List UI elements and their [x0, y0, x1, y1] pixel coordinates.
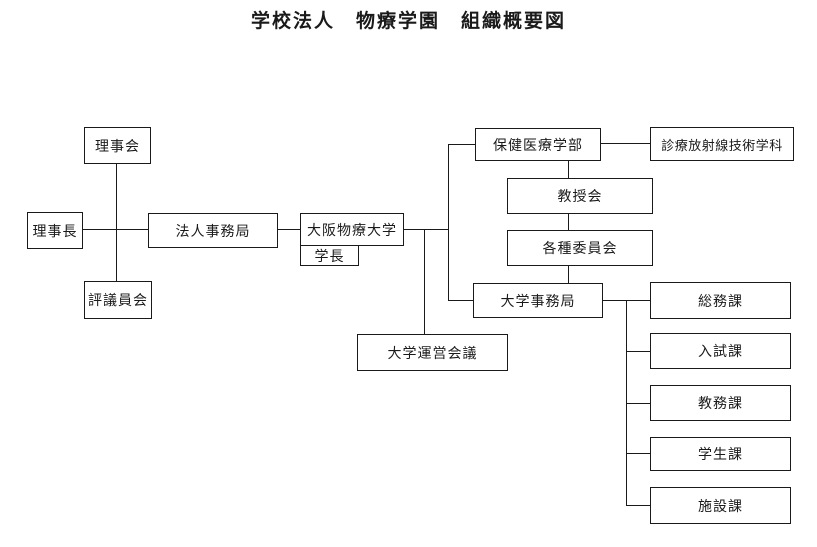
connector-branch-student-affairs: [626, 453, 650, 454]
node-corporate-office: 法人事務局: [148, 213, 278, 248]
node-dept-radiological-technology: 診療放射線技術学科: [650, 127, 794, 161]
connector-sections-vertical: [626, 300, 627, 505]
node-student-affairs-section: 学生課: [650, 437, 791, 471]
node-faculty-health-medical: 保健医療学部: [475, 128, 601, 161]
node-chairman: 理事長: [27, 212, 83, 249]
node-general-affairs-section: 総務課: [650, 282, 791, 319]
connector-branch-admissions: [626, 351, 650, 352]
connector-committees-university-office: [568, 266, 569, 283]
page-title: 学校法人 物療学園 組織概要図: [250, 11, 566, 32]
node-university-management-council: 大学運営会議: [357, 334, 508, 371]
node-faculty-council: 教授会: [507, 178, 653, 214]
connector-right-trunk-vertical: [448, 144, 449, 301]
connector-faculty-dept: [601, 143, 650, 144]
node-admissions-section: 入試課: [650, 333, 791, 369]
connector-board-council-vertical: [116, 164, 117, 281]
connector-chairman-corporate-office: [83, 229, 148, 230]
node-president: 学長: [300, 245, 359, 266]
connector-to-faculty-health-medical: [448, 144, 475, 145]
connector-faculty-council-committees: [568, 214, 569, 230]
node-facilities-section: 施設課: [650, 487, 791, 524]
node-academic-affairs-section: 教務課: [650, 385, 791, 421]
node-board-of-directors: 理事会: [84, 127, 151, 164]
connector-branch-academic-affairs: [626, 403, 650, 404]
connector-faculty-faculty-council: [568, 161, 569, 178]
connector-to-university-office: [448, 300, 473, 301]
node-committees: 各種委員会: [507, 230, 653, 266]
node-council: 評議員会: [84, 281, 152, 319]
connector-corporate-office-university: [278, 229, 300, 230]
node-university-office: 大学事務局: [473, 283, 603, 318]
connector-to-management-council: [424, 229, 425, 334]
connector-branch-facilities: [626, 505, 650, 506]
connector-university-trunk: [404, 229, 449, 230]
node-university: 大阪物療大学: [300, 213, 404, 246]
